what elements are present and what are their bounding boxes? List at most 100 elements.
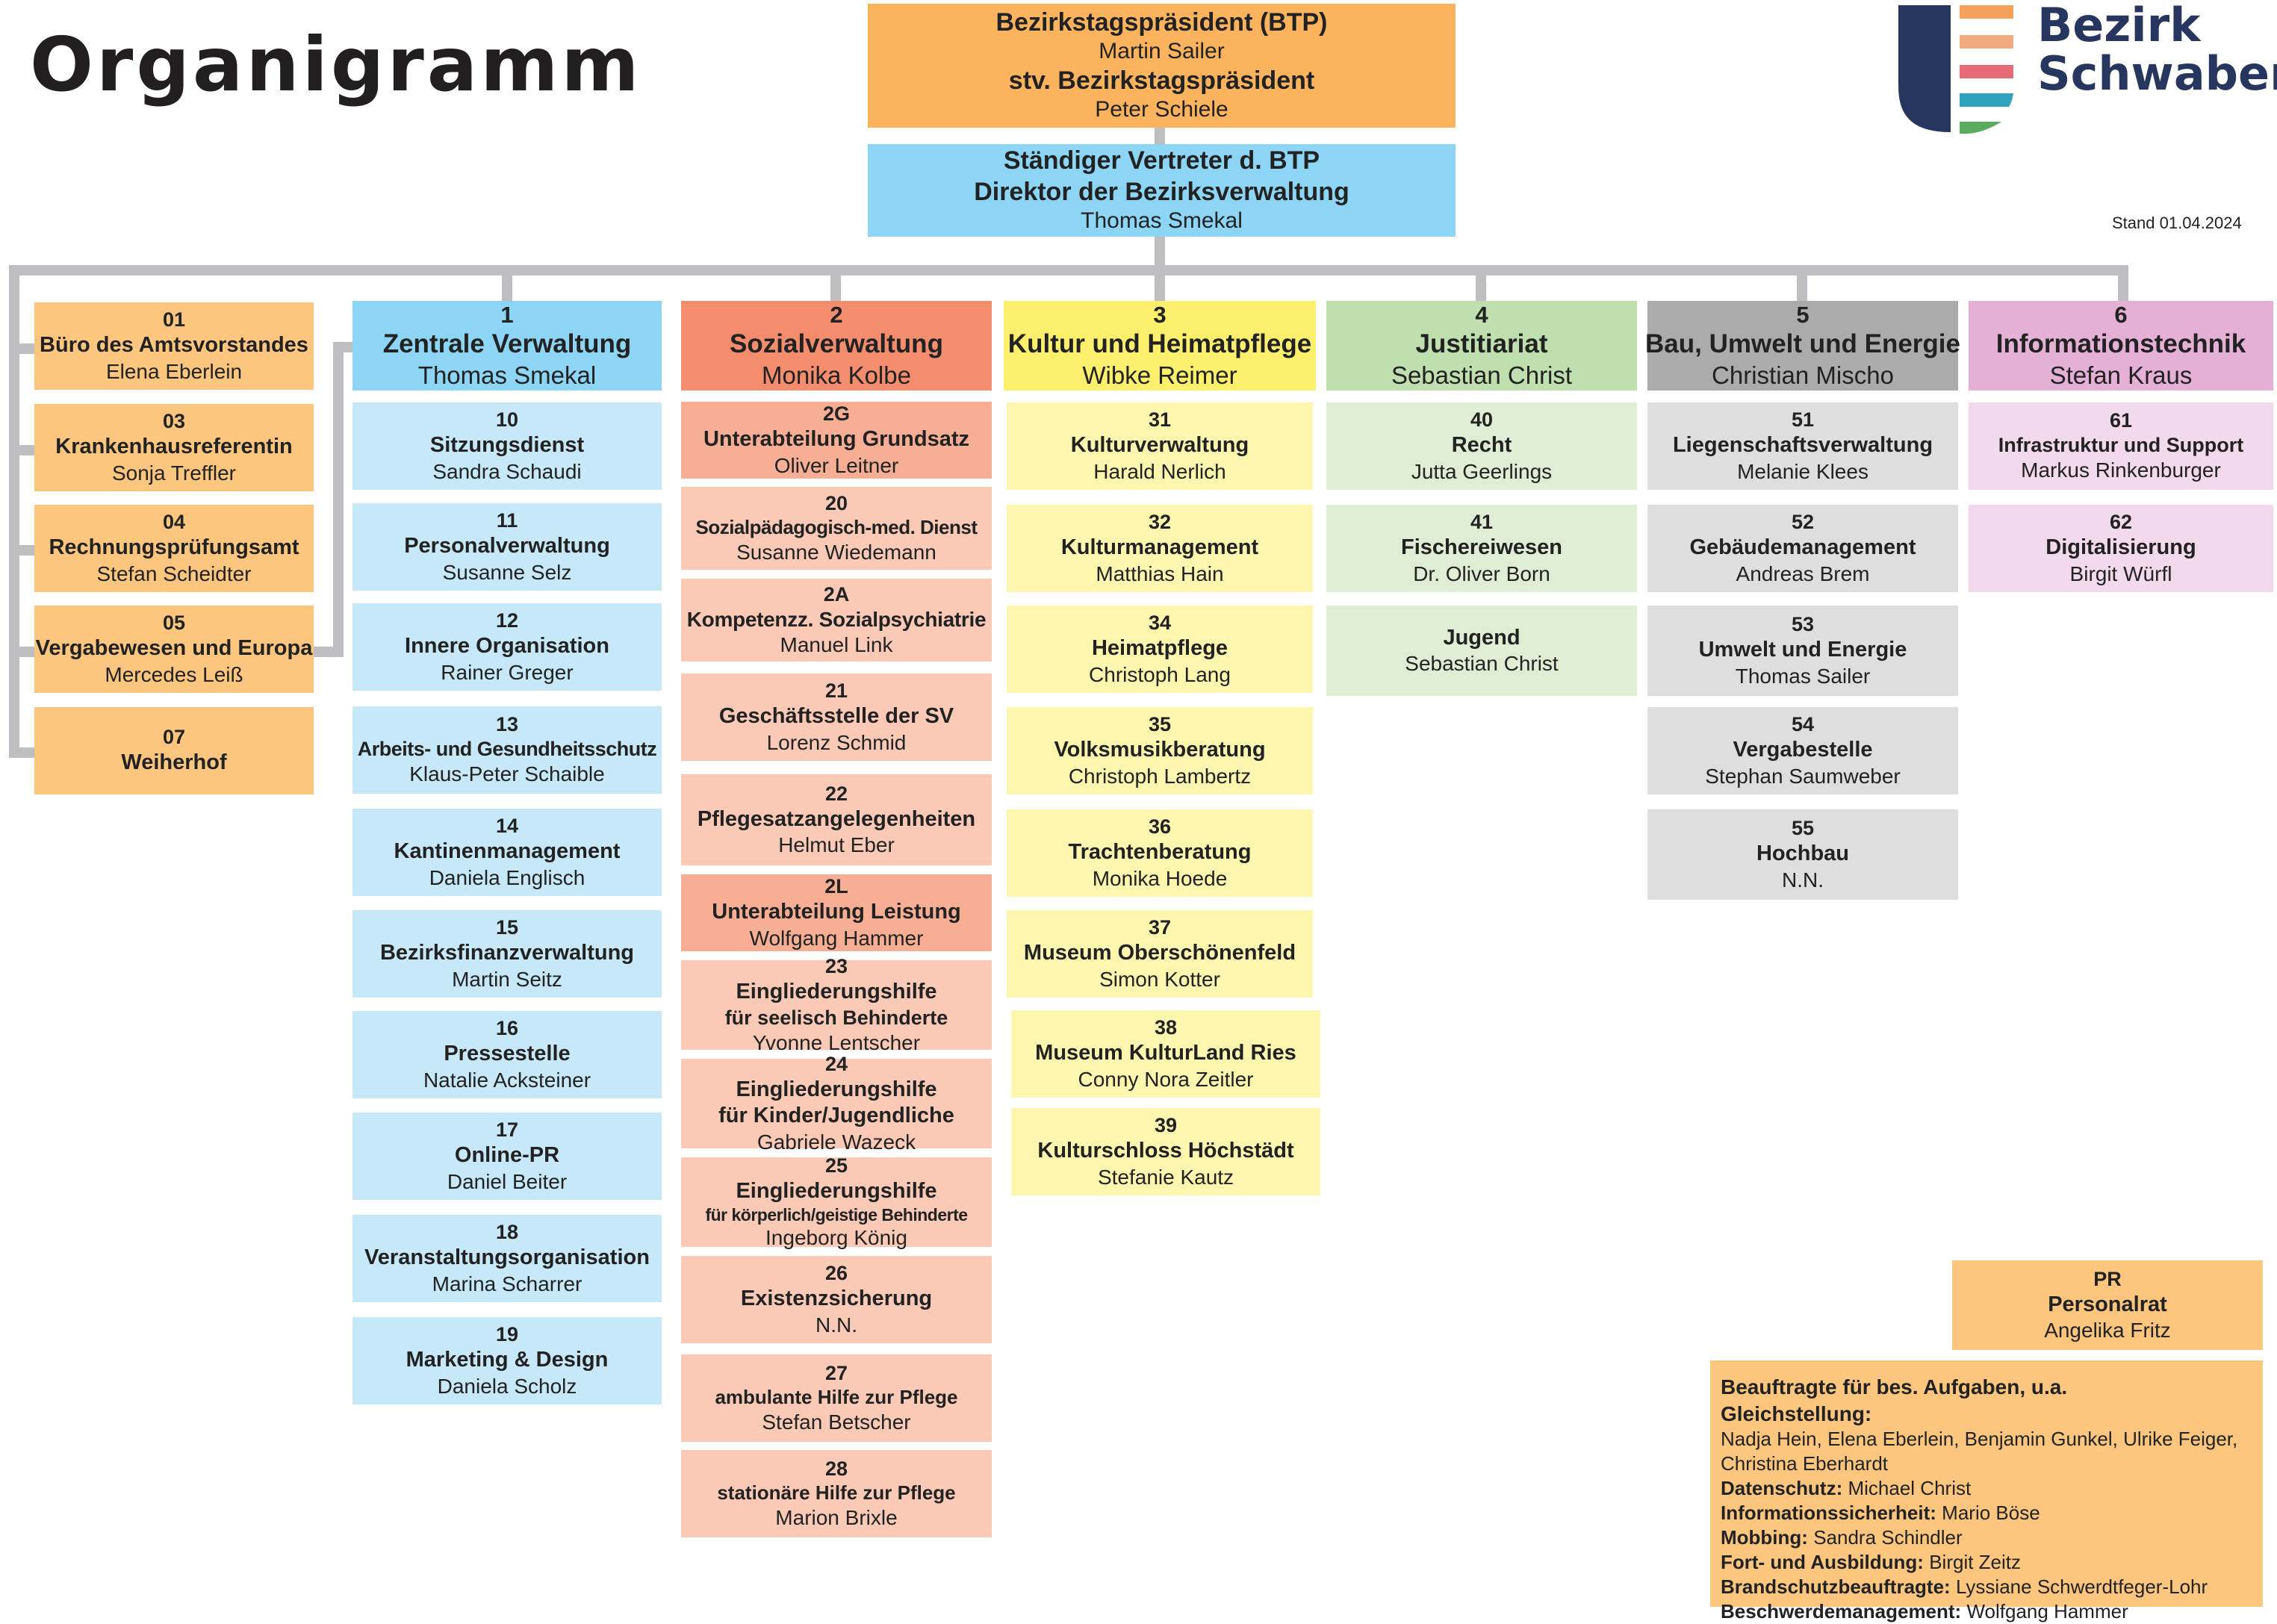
unit-number: 28 [824, 1457, 848, 1481]
unit-person: Helmut Eber [778, 833, 895, 857]
unit-name: Innere Organisation [405, 634, 609, 659]
unit-number: 19 [495, 1323, 519, 1346]
item-value: Sandra Schindler [1813, 1526, 1963, 1549]
unit-person: Sonja Treffler [111, 461, 237, 485]
logo-text: Bezirk Schwaben [2037, 1, 2277, 98]
vertreter-box: Ständiger Vertreter d. BTP Direktor der … [868, 144, 1456, 237]
unit-person: Thomas Sailer [1735, 664, 1871, 688]
unit-name: Sitzungsdienst [429, 433, 585, 458]
department-number: 2 [830, 301, 843, 328]
unit-number: 07 [162, 726, 186, 749]
unit-person: Wolfgang Hammer [749, 926, 924, 950]
unit-person: Mercedes Leiß [105, 662, 243, 686]
unit-person: Andreas Brem [1736, 561, 1870, 585]
connector-line [9, 265, 2128, 276]
beauftragte-item: Datenschutz: Michael Christ [1721, 1476, 2252, 1501]
unit-name: Kompetenzz. Sozialpsychiatrie [686, 607, 987, 631]
page-title: Organigramm [30, 21, 642, 108]
unit-person: Stefanie Kautz [1097, 1165, 1234, 1189]
unit-person: Conny Nora Zeitler [1078, 1067, 1254, 1091]
department-name: Sozialverwaltung [730, 329, 943, 359]
unit-number: 32 [1148, 511, 1172, 534]
unit-number: 53 [1791, 613, 1815, 636]
unit-name: Veranstaltungsorganisation [364, 1245, 650, 1270]
unit-name: Liegenschaftsverwaltung [1672, 433, 1933, 458]
unit-number: 41 [1470, 511, 1494, 534]
unit-number: 13 [495, 713, 519, 736]
department-person: Thomas Smekal [417, 361, 597, 390]
connector-line [314, 647, 344, 657]
unit-name: Infrastruktur und Support [1998, 434, 2244, 457]
vertreter-line2: Direktor der Bezirksverwaltung [974, 177, 1349, 206]
unit-person: Marina Scharrer [432, 1272, 583, 1295]
connector-line [1155, 127, 1165, 146]
connector-line [19, 343, 34, 354]
department-person: Monika Kolbe [762, 361, 911, 390]
unit-number: 04 [162, 511, 186, 534]
unit-person: Ingeborg König [765, 1226, 907, 1250]
unit-name: Fischereiwesen [1401, 535, 1562, 560]
unit-person: N.N. [1782, 868, 1824, 892]
unit-person: Christoph Lambertz [1068, 764, 1252, 788]
connector-line [502, 265, 512, 302]
department-person: Wibke Reimer [1082, 361, 1237, 390]
unit-name: Personalverwaltung [404, 534, 610, 559]
unit-number: 61 [2109, 409, 2133, 432]
unit-number: 14 [495, 815, 519, 838]
unit-person: Susanne Selz [442, 560, 572, 584]
unit-person: Marion Brixle [775, 1505, 898, 1529]
stv-title: stv. Bezirkstagspräsident [1008, 66, 1315, 95]
unit-name: Umwelt und Energie [1698, 638, 1907, 662]
department-name: Zentrale Verwaltung [382, 329, 632, 359]
unit-name: Eingliederungshilfe [736, 1077, 937, 1102]
department-1-head: 1 Zentrale Verwaltung Thomas Smekal [352, 301, 662, 391]
unit-name: Jugend [1443, 625, 1520, 650]
unit-name-line2: für körperlich/geistige Behinderte [705, 1205, 968, 1225]
unit-name: Eingliederungshilfe [736, 1178, 937, 1203]
staff-unit-03: 03 Krankenhausreferentin Sonja Treffler [34, 404, 314, 491]
vertreter-name: Thomas Smekal [1081, 208, 1243, 234]
item-value: Wolfgang Hammer [1966, 1600, 2128, 1623]
unit-person: Gabriele Wazeck [757, 1130, 916, 1154]
item-label: Informationssicherheit: [1721, 1502, 1936, 1525]
connector-line [19, 445, 34, 455]
unit-person: Stefan Betscher [762, 1410, 911, 1434]
unit-name: Unterabteilung Grundsatz [703, 427, 970, 452]
connector-line [2118, 265, 2128, 302]
unit-person: Christoph Lang [1089, 662, 1231, 686]
unit-number: 17 [495, 1119, 519, 1142]
connector-line [1476, 265, 1486, 302]
unit-person: Angelika Fritz [2044, 1319, 2171, 1343]
unit-person: Simon Kotter [1099, 967, 1220, 991]
unit-person: Sebastian Christ [1405, 652, 1559, 676]
unit-number: 2L [824, 875, 848, 898]
gleichstellung-names: Nadja Hein, Elena Eberlein, Benjamin Gun… [1721, 1428, 2238, 1475]
department-number: 1 [500, 301, 514, 328]
unit-name: stationäre Hilfe zur Pflege [717, 1481, 956, 1505]
unit-name: Bezirksfinanzverwaltung [379, 941, 635, 965]
unit-person: Dr. Oliver Born [1413, 561, 1550, 585]
item-label: Beschwerdemanagement: [1721, 1600, 1962, 1623]
staff-unit-07: 07 Weiherhof [34, 707, 314, 794]
staff-unit-01: 01 Büro des Amtsvorstandes Elena Eberlei… [34, 302, 314, 390]
unit-name: Eingliederungshilfe [736, 980, 937, 1004]
unit-number: 21 [824, 679, 848, 703]
unit-person: Martin Seitz [452, 967, 562, 991]
connector-line [1797, 265, 1807, 302]
stand-date: Stand 01.04.2024 [2112, 214, 2242, 232]
unit-person: Rainer Greger [441, 660, 574, 684]
unit-number: 24 [824, 1053, 848, 1076]
item-label: Mobbing: [1721, 1526, 1808, 1549]
unit-number: 16 [495, 1017, 519, 1040]
